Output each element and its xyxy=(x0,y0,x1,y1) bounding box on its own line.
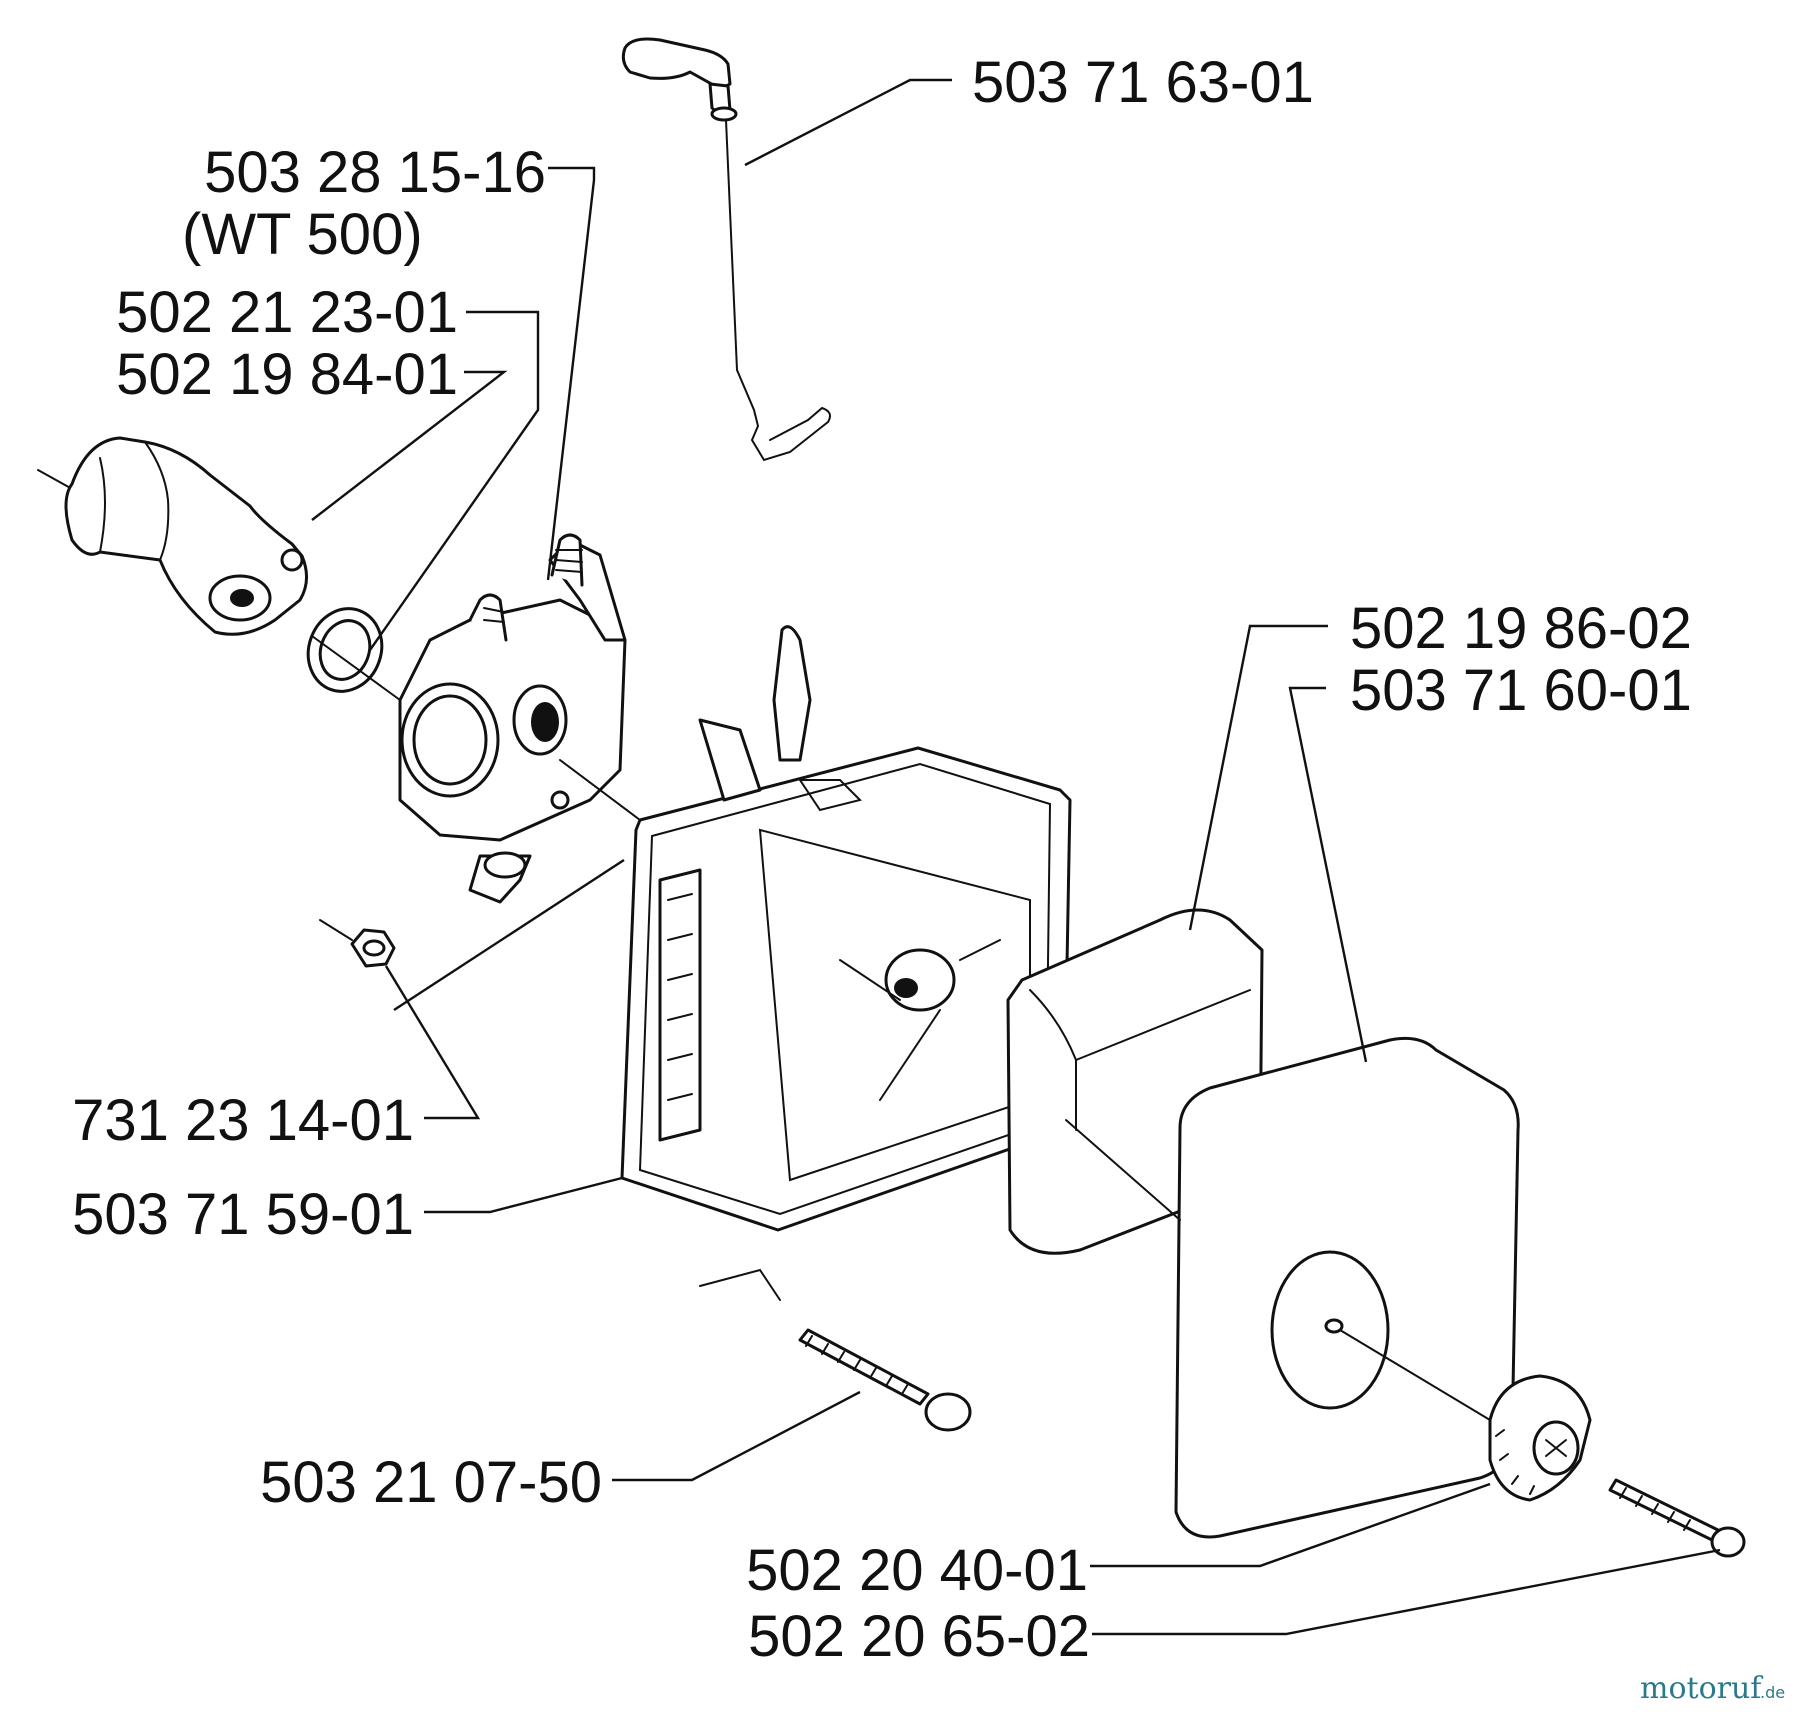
alignment-lines xyxy=(311,635,1491,1421)
leader-knob xyxy=(1090,1482,1491,1568)
dipstick-part xyxy=(621,37,831,462)
knob-part xyxy=(1488,1374,1592,1502)
leader-housing xyxy=(424,1176,623,1214)
leader-filter-cover xyxy=(1288,686,1368,1063)
label-nut: 731 23 14-01 xyxy=(72,1088,414,1153)
label-dipstick: 503 71 63-01 xyxy=(972,50,1314,115)
leader-filter-element xyxy=(1188,624,1328,931)
housing-screw-part xyxy=(798,1328,972,1432)
leader-nut-axis xyxy=(393,858,625,1012)
label-knob-screw: 502 20 65-02 xyxy=(748,1604,1090,1669)
label-filter-cover: 503 71 60-01 xyxy=(1350,658,1692,723)
gasket-part xyxy=(306,607,384,693)
label-carburetor-model: (WT 500) xyxy=(182,202,423,267)
leader-intake-pipe xyxy=(311,370,508,521)
filter-housing-part xyxy=(620,625,1072,1232)
watermark-suffix: .de xyxy=(1760,1683,1785,1702)
leader-carburetor xyxy=(546,166,596,581)
label-intake-pipe: 502 19 84-01 xyxy=(116,342,458,407)
label-knob: 502 20 40-01 xyxy=(746,1538,1088,1603)
leader-nut xyxy=(384,965,481,1120)
leader-housing-screw xyxy=(612,1390,861,1482)
intake-pipe-part xyxy=(37,436,308,636)
watermark-name: motoruf xyxy=(1640,1671,1763,1706)
watermark: motoruf .de xyxy=(1640,1671,1785,1706)
label-housing-screw: 503 21 07-50 xyxy=(260,1450,602,1515)
carburetor-part xyxy=(398,533,627,904)
label-gasket: 502 21 23-01 xyxy=(116,280,458,345)
leader-lines xyxy=(311,78,1721,1636)
nut-part xyxy=(319,919,396,968)
knob-screw-part xyxy=(1608,1478,1746,1558)
leader-knob-screw xyxy=(1092,1548,1721,1636)
label-filter-element: 502 19 86-02 xyxy=(1350,596,1692,661)
leader-dipstick xyxy=(744,78,952,167)
filter-cover-part xyxy=(1174,1036,1520,1539)
label-carburetor: 503 28 15-16 xyxy=(204,140,546,205)
leader-gasket xyxy=(369,310,540,651)
label-filter-housing: 503 71 59-01 xyxy=(72,1182,414,1247)
